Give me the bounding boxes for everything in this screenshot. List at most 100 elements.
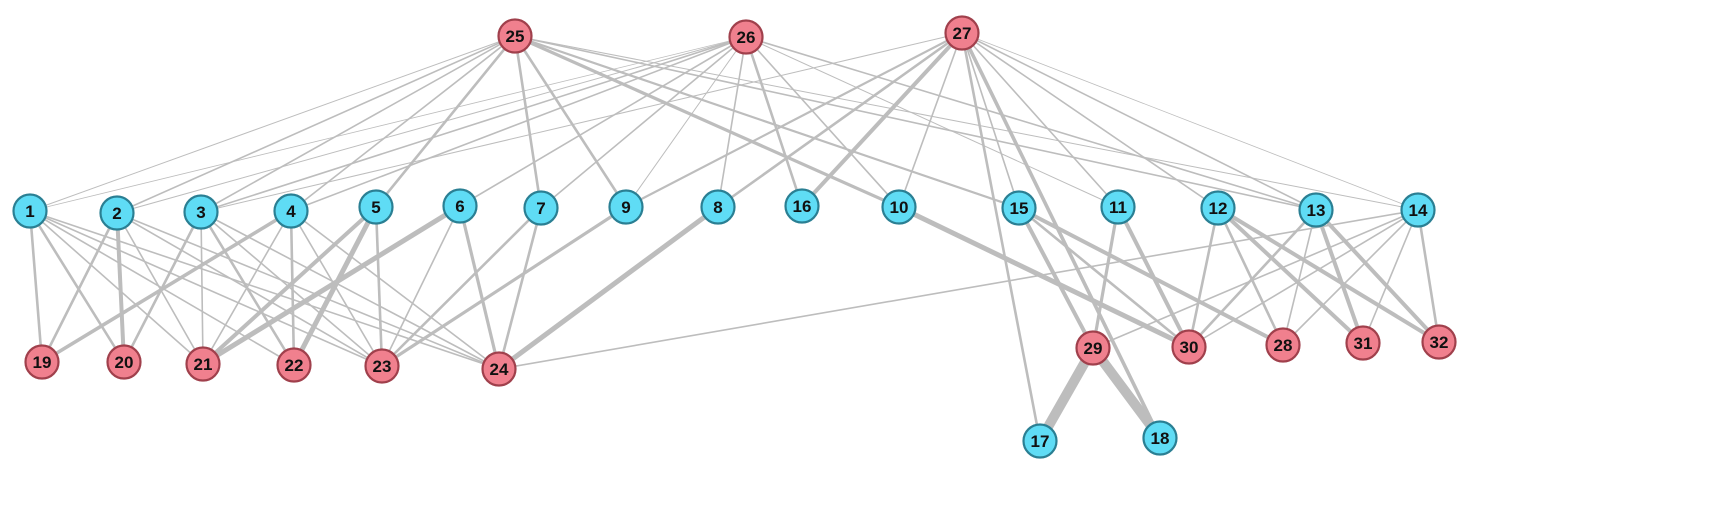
edge-13-28: [1282, 209, 1317, 346]
node-circle-15: [1001, 190, 1037, 226]
node-label-9: 9: [621, 198, 630, 217]
edge-14-28: [1282, 209, 1419, 346]
node-11: 11: [1100, 189, 1136, 225]
node-26: 26: [728, 19, 764, 55]
edge-4-21: [202, 210, 292, 365]
edge-13-30: [1187, 208, 1318, 349]
node-label-24: 24: [490, 360, 509, 379]
node-circle-14: [1400, 192, 1436, 228]
node-20: 20: [106, 344, 142, 380]
node-31: 31: [1345, 325, 1381, 361]
node-circle-28: [1265, 327, 1301, 363]
node-8: 8: [700, 189, 736, 225]
node-circle-30: [1171, 329, 1207, 365]
edge-26-3: [200, 36, 747, 213]
node-label-6: 6: [455, 197, 464, 216]
edge-26-11: [745, 36, 1119, 208]
node-18: 18: [1142, 420, 1178, 456]
node-label-2: 2: [112, 204, 121, 223]
node-circle-27: [944, 15, 980, 51]
node-22: 22: [276, 347, 312, 383]
node-15: 15: [1001, 190, 1037, 226]
node-label-32: 32: [1430, 333, 1449, 352]
node-circle-19: [24, 344, 60, 380]
edge-14-30: [1188, 209, 1419, 348]
node-label-22: 22: [285, 356, 304, 375]
edge-26-16: [744, 35, 804, 208]
edge-27-16: [800, 31, 964, 208]
node-label-15: 15: [1010, 199, 1029, 218]
node-circle-21: [185, 346, 221, 382]
edge-5-23: [374, 205, 384, 368]
node-6: 6: [442, 188, 478, 224]
node-14: 14: [1400, 192, 1436, 228]
node-17: 17: [1022, 423, 1058, 459]
node-circle-2: [99, 195, 135, 231]
node-label-30: 30: [1180, 338, 1199, 357]
edge-8-24: [496, 204, 721, 372]
node-circle-1: [12, 193, 48, 229]
node-label-1: 1: [25, 202, 34, 221]
node-label-7: 7: [536, 199, 545, 218]
edge-27-14: [961, 32, 1419, 211]
edge-27-15: [961, 32, 1020, 209]
edge-2-24: [116, 212, 500, 370]
node-label-11: 11: [1109, 198, 1127, 217]
edge-25-14: [514, 35, 1419, 211]
node-1: 1: [12, 193, 48, 229]
edge-3-24: [200, 211, 500, 370]
node-5: 5: [358, 189, 394, 225]
node-30: 30: [1171, 329, 1207, 365]
node-4: 4: [273, 193, 309, 229]
edge-13-31: [1314, 208, 1365, 345]
node-9: 9: [608, 189, 644, 225]
edge-1-23: [29, 210, 383, 367]
node-label-14: 14: [1409, 201, 1428, 220]
edge-12-32: [1216, 206, 1441, 344]
node-label-3: 3: [196, 203, 205, 222]
edge-3-21: [200, 211, 204, 365]
node-circle-22: [276, 347, 312, 383]
node-circle-18: [1142, 420, 1178, 456]
edge-layer: [28, 31, 1441, 446]
edge-25-10: [513, 34, 901, 209]
node-circle-17: [1022, 423, 1058, 459]
edge-27-12: [961, 32, 1219, 209]
edge-14-29: [1092, 209, 1419, 349]
edge-7-23: [380, 206, 543, 368]
node-21: 21: [185, 346, 221, 382]
edge-27-17: [960, 31, 1042, 443]
node-circle-7: [523, 190, 559, 226]
edge-25-3: [200, 35, 516, 213]
edge-5-21: [201, 205, 378, 366]
node-32: 32: [1421, 324, 1457, 360]
node-label-18: 18: [1151, 429, 1170, 448]
edge-5-22: [291, 204, 379, 368]
node-2: 2: [99, 195, 135, 231]
node-label-19: 19: [33, 353, 52, 372]
node-circle-10: [881, 189, 917, 225]
node-label-27: 27: [953, 24, 972, 43]
node-label-10: 10: [890, 198, 909, 217]
node-3: 3: [183, 194, 219, 230]
node-13: 13: [1298, 192, 1334, 228]
edge-2-20: [115, 211, 126, 364]
edge-26-6: [459, 36, 747, 207]
node-label-16: 16: [793, 197, 812, 216]
edge-29-17: [1035, 343, 1098, 446]
edge-27-9: [624, 31, 964, 209]
node-circle-12: [1200, 190, 1236, 226]
node-23: 23: [364, 348, 400, 384]
node-circle-4: [273, 193, 309, 229]
node-24: 24: [481, 351, 517, 387]
edge-26-13: [745, 36, 1317, 211]
node-label-25: 25: [506, 27, 525, 46]
node-label-26: 26: [737, 28, 756, 47]
edge-27-13: [961, 32, 1317, 211]
edge-25-2: [116, 35, 516, 214]
edge-12-28: [1216, 206, 1285, 347]
node-label-21: 21: [194, 355, 213, 374]
edge-3-22: [199, 210, 296, 367]
edge-12-30: [1187, 206, 1220, 349]
node-circle-5: [358, 189, 394, 225]
